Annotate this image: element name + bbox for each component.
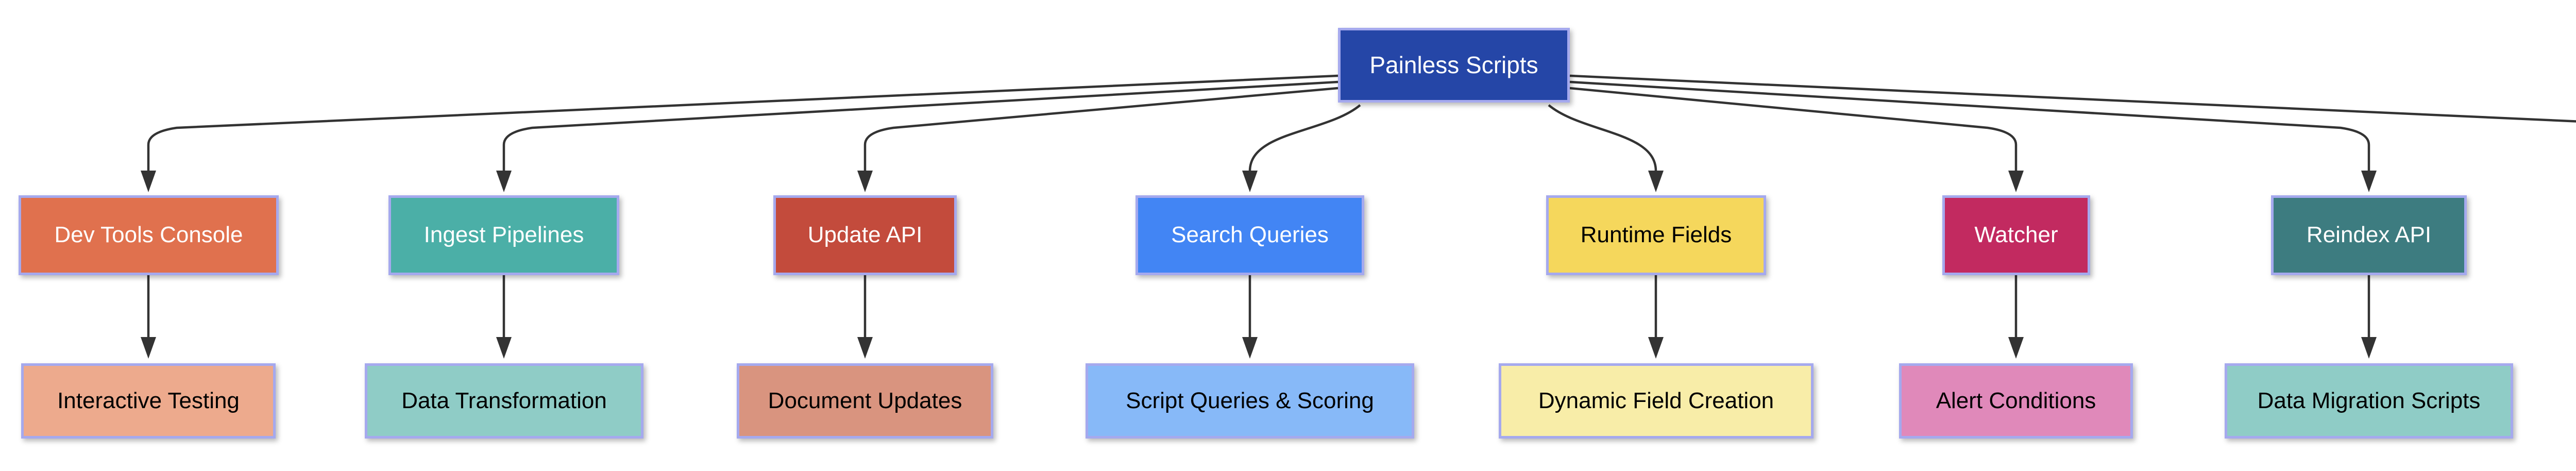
node-label: Reindex API — [2306, 222, 2432, 248]
node-interactive-testing: Interactive Testing — [21, 363, 276, 439]
edge-root-reindex-api — [1569, 80, 2377, 192]
node-label: Dynamic Field Creation — [1538, 388, 1774, 413]
edge-root-runtime-fields — [1548, 104, 1664, 192]
node-label: Watcher — [1974, 222, 2058, 248]
node-label: Update API — [807, 222, 923, 248]
edge-root-ingest-pipelines — [496, 80, 1338, 192]
node-label: Data Migration Scripts — [2257, 388, 2481, 413]
node-painless-scripts: Painless Scripts — [1338, 28, 1570, 103]
node-label: Alert Conditions — [1936, 388, 2096, 413]
node-label: Ingest Pipelines — [423, 222, 584, 248]
edge-root-update-api — [857, 87, 1338, 192]
node-dynamic-field-creation: Dynamic Field Creation — [1499, 363, 1814, 439]
node-update-api: Update API — [773, 195, 957, 275]
node-runtime-fields: Runtime Fields — [1546, 195, 1766, 275]
node-label: Search Queries — [1171, 222, 1329, 248]
node-label: Data Transformation — [401, 388, 607, 413]
node-data-transformation: Data Transformation — [365, 363, 643, 439]
node-ingest-pipelines: Ingest Pipelines — [388, 195, 619, 275]
node-label: Dev Tools Console — [54, 222, 243, 248]
node-label: Runtime Fields — [1580, 222, 1732, 248]
node-script-queries-scoring: Script Queries & Scoring — [1086, 363, 1414, 439]
node-label: Script Queries & Scoring — [1126, 388, 1374, 413]
node-dev-tools-console: Dev Tools Console — [19, 195, 279, 275]
edge-root-search-queries — [1242, 104, 1361, 192]
node-search-queries: Search Queries — [1136, 195, 1364, 275]
node-reindex-api: Reindex API — [2271, 195, 2467, 275]
edge-root-watcher — [1569, 87, 2024, 192]
node-document-updates: Document Updates — [737, 363, 993, 439]
node-watcher: Watcher — [1942, 195, 2090, 275]
node-alert-conditions: Alert Conditions — [1899, 363, 2133, 439]
node-data-migration-scripts: Data Migration Scripts — [2225, 363, 2513, 439]
node-label: Interactive Testing — [57, 388, 240, 413]
node-label: Painless Scripts — [1369, 52, 1538, 79]
node-label: Document Updates — [768, 388, 962, 413]
edge-root-dev-tools-console — [141, 74, 1338, 192]
